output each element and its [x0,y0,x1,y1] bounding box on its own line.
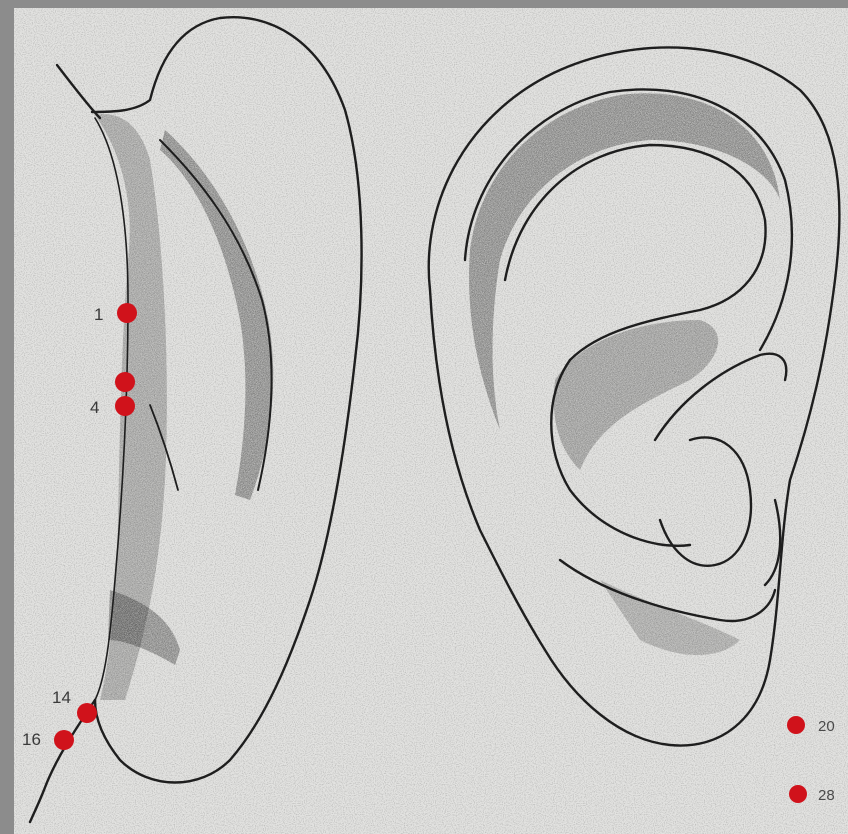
point-16-label: 16 [22,730,41,749]
point-4-label: 4 [90,398,99,417]
point-unlabeled [115,372,135,392]
point-16-dot [54,730,74,750]
point-14-label: 14 [52,688,71,707]
point-1-label: 1 [94,305,103,324]
legend-label-28: 28 [818,787,835,804]
legend-dot-20 [787,716,805,734]
point-14-dot [77,703,97,723]
point-unlabeled-dot [115,372,135,392]
point-1-dot [117,303,137,323]
point-4-dot [115,396,135,416]
legend-dot-28 [789,785,807,803]
legend-label-20: 20 [818,718,835,735]
